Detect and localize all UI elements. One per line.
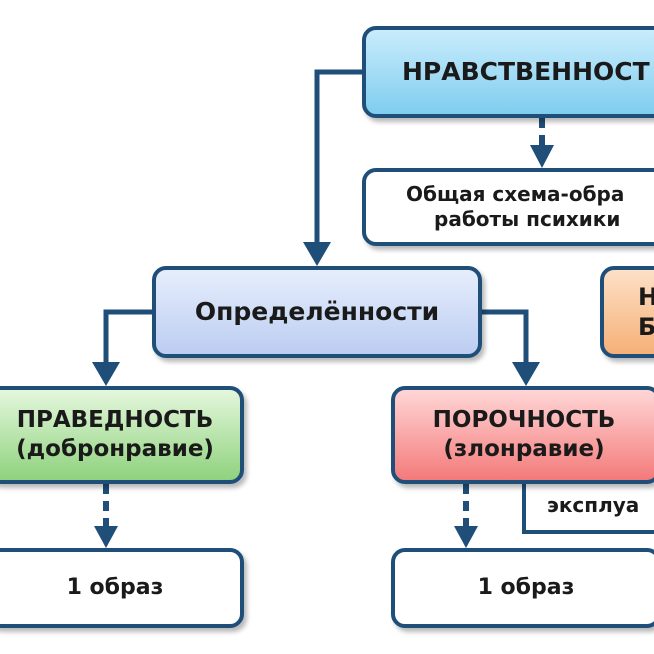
node-general-schema-line-1: Общая схема-обра <box>406 182 625 206</box>
node-porochnost: ПОРОЧНОСТЬ (злонравие) <box>391 386 654 484</box>
node-orange-partial: Н Б <box>600 266 654 358</box>
node-nravstvennost-line-1: НРАВСТВЕННОСТ <box>402 57 650 87</box>
node-general-schema-line-2: работы психики <box>434 207 621 231</box>
node-orange-line-2: Б <box>638 312 654 342</box>
arrowhead-image-right <box>454 526 478 548</box>
node-orange-line-1: Н <box>638 282 654 312</box>
node-general-schema: Общая схема-обра работы психики <box>362 168 654 246</box>
connector-nravstvennost-to-opredelennosti <box>314 69 362 246</box>
node-pravednost: ПРАВЕДНОСТЬ (добронравие) <box>0 386 244 484</box>
node-image-left: 1 образ <box>0 548 244 628</box>
arrowhead-porochnost <box>512 362 540 386</box>
node-pravednost-line-1: ПРАВЕДНОСТЬ <box>16 407 214 434</box>
node-opredelennosti: Определённости <box>152 266 482 358</box>
node-image-left-label: 1 образ <box>66 575 164 601</box>
arrowhead-opredelennosti <box>303 242 331 266</box>
node-pravednost-line-2: (добронравие) <box>16 436 214 462</box>
connector-opredelennosti-to-porochnost <box>482 309 529 366</box>
node-image-right: 1 образ <box>391 548 654 628</box>
arrowhead-image-left <box>94 526 118 548</box>
node-porochnost-line-1: ПОРОЧНОСТЬ <box>432 407 616 434</box>
node-opredelennosti-line-1: Определённости <box>194 297 440 327</box>
connector-exploitation <box>522 484 654 534</box>
node-image-right-label: 1 образ <box>477 575 575 601</box>
node-nravstvennost: НРАВСТВЕННОСТ <box>362 26 654 118</box>
arrowhead-pravednost <box>92 362 120 386</box>
edge-label-exploitation: эксплуа <box>547 493 640 517</box>
arrowhead-schema <box>530 145 554 168</box>
connector-opredelennosti-to-pravednost <box>103 309 152 366</box>
node-porochnost-line-2: (злонравие) <box>443 436 605 462</box>
